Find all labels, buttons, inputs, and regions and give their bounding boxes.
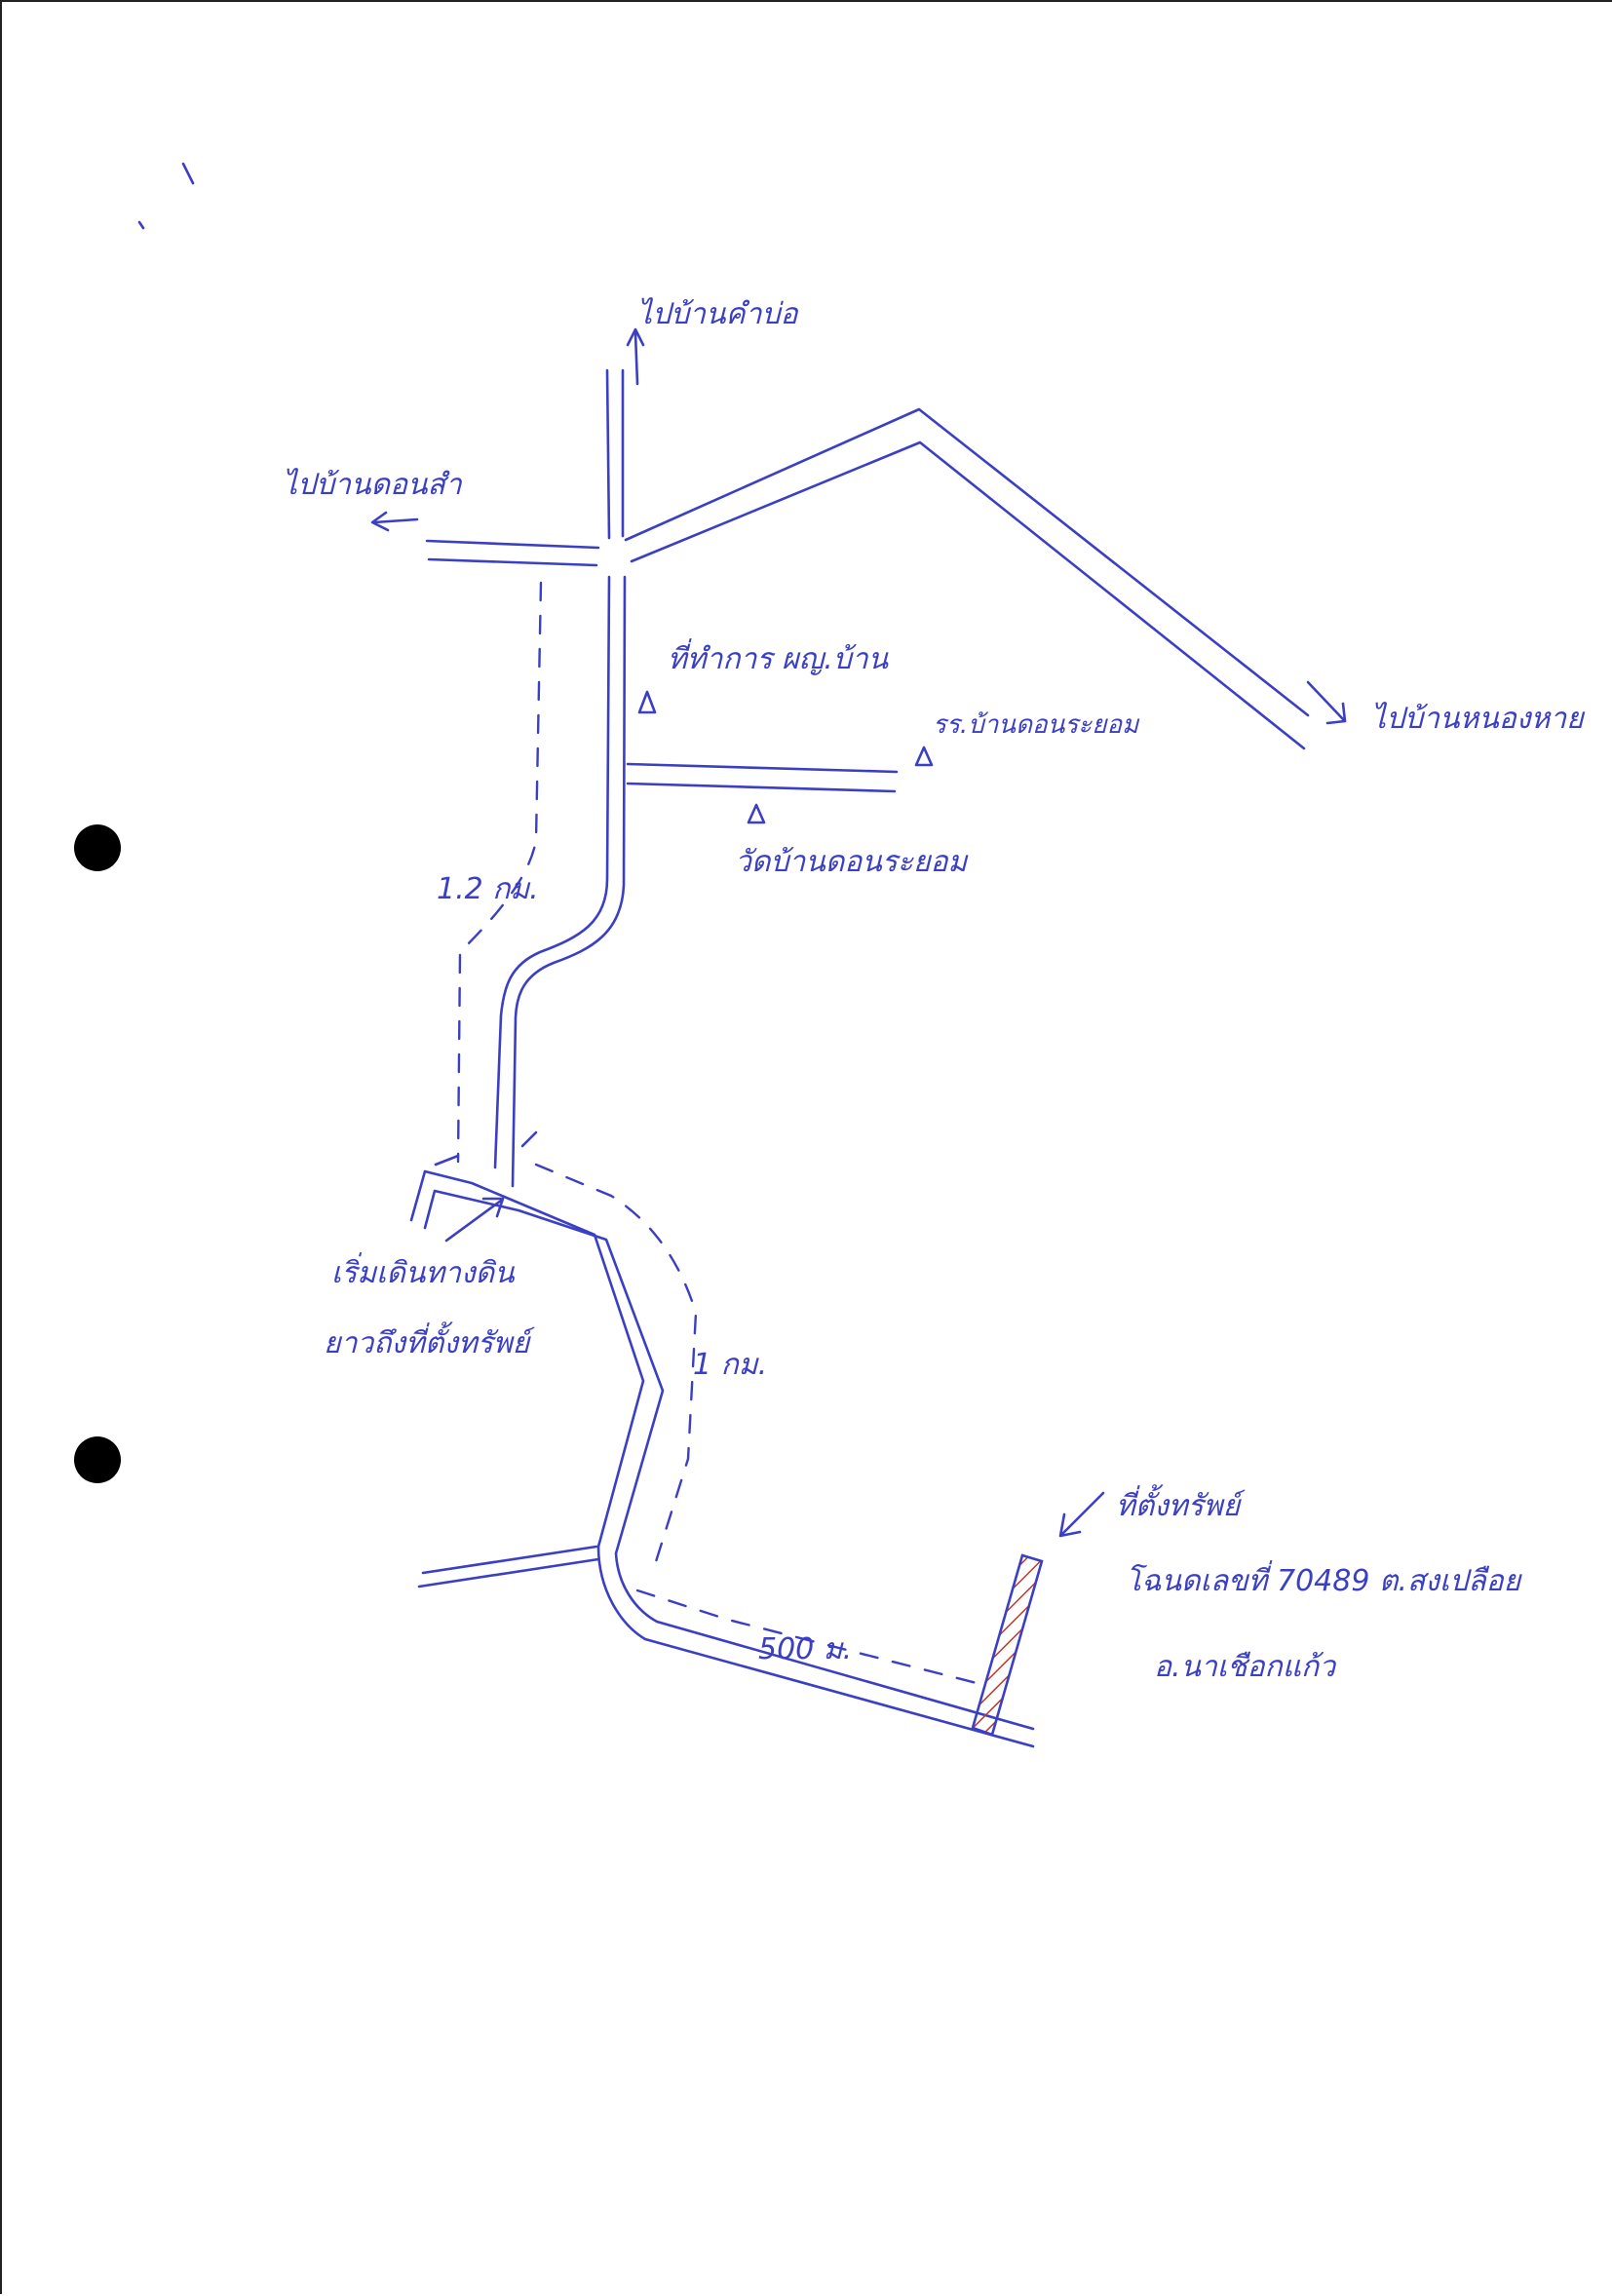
label-deed: โฉนดเลขที่ 70489 ต.สงเปลือย xyxy=(1126,1560,1523,1598)
label-distance-500m: 500 ม. xyxy=(758,1632,852,1666)
stray-mark xyxy=(181,162,195,185)
road-dirt xyxy=(409,1169,1035,1748)
label-district: อ.นาเชือกแก้ว xyxy=(1154,1650,1337,1684)
start-arrow xyxy=(444,1197,505,1243)
punch-hole-upper xyxy=(74,824,121,871)
road-west xyxy=(370,511,600,567)
label-village-office: ที่ทำการ ผญ.บ้าน xyxy=(668,638,890,676)
label-start-line1: เริ่มเดินทางดิน xyxy=(331,1252,516,1290)
label-property: ที่ตั้งทรัพย์ xyxy=(1116,1484,1246,1523)
road-main xyxy=(493,575,627,1188)
road-north xyxy=(605,327,645,540)
distance-dashes xyxy=(434,581,979,1685)
label-distance-1-2km: 1.2 กม. xyxy=(437,872,539,906)
punch-hole-lower xyxy=(74,1436,121,1483)
stray-mark xyxy=(137,220,145,230)
label-school: รร.บ้านดอนระยอม xyxy=(933,710,1140,740)
label-to-west: ไปบ้านดอนสำ xyxy=(283,468,463,502)
label-distance-1km: 1 กม. xyxy=(693,1348,767,1382)
label-to-north: ไปบ้านคำบ่อ xyxy=(637,297,799,331)
label-temple: วัดบ้านดอนระยอม xyxy=(735,845,970,879)
road-school xyxy=(626,762,899,793)
school-marker xyxy=(914,746,934,767)
temple-marker xyxy=(747,803,766,824)
village-office-marker xyxy=(637,690,657,714)
road-northeast xyxy=(624,407,1347,750)
label-start-line2: ยาวถึงที่ตั้งทรัพย์ xyxy=(324,1321,535,1360)
property-parcel xyxy=(971,1491,1105,1737)
label-to-east: ไปบ้านหนองหาย xyxy=(1371,702,1586,736)
